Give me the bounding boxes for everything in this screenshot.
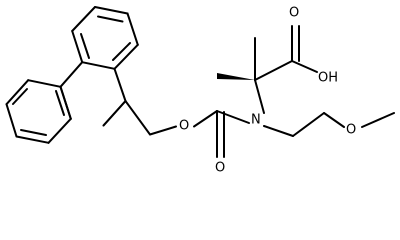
fluorenyl-group <box>5 6 151 144</box>
ether-oxygen-label: O <box>346 123 356 138</box>
carbamate-linker <box>149 110 250 158</box>
carbonyl-oxygen-label: O <box>215 161 225 176</box>
carboxyl-hydroxyl-label: OH <box>318 71 338 86</box>
chemical-structure: OH O N O O O <box>5 6 395 176</box>
nitrogen-label: N <box>251 113 261 128</box>
alpha-carbon-center <box>217 25 318 114</box>
methoxyethyl-chain <box>263 112 395 137</box>
carboxyl-oxygen-label: O <box>289 6 299 21</box>
ester-oxygen-label: O <box>179 119 189 134</box>
